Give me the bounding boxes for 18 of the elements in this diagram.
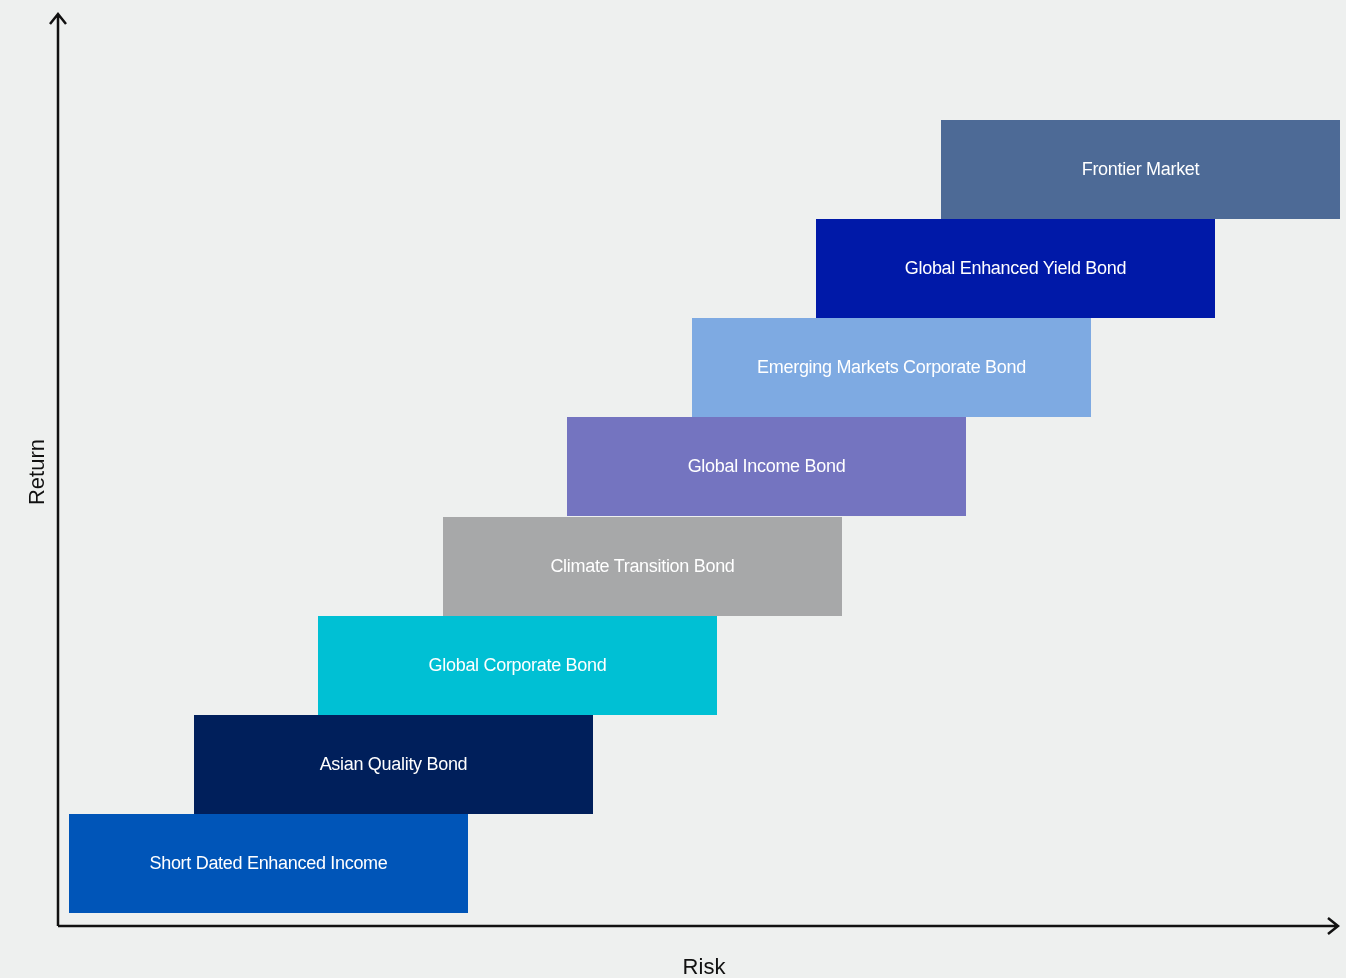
fund-name: Climate Transition Bond	[550, 556, 735, 577]
y-axis-title: Return	[24, 439, 50, 505]
fund-name: Global Corporate Bond	[428, 655, 607, 676]
step-box	[194, 715, 593, 814]
step-box	[816, 219, 1215, 318]
step-box	[567, 417, 966, 516]
step-box	[443, 517, 842, 616]
step-box	[692, 318, 1091, 417]
fund-name: Asian Quality Bond	[319, 754, 468, 775]
step-box	[318, 616, 717, 715]
fund-name: Global Income Bond	[687, 456, 846, 477]
fund-name: Emerging Markets Corporate Bond	[757, 357, 1026, 378]
step-box	[69, 814, 468, 913]
x-axis-title: Risk	[682, 954, 726, 978]
fund-name: Frontier Market	[1081, 159, 1200, 180]
fund-name: Global Enhanced Yield Bond	[904, 258, 1127, 279]
fund-name: Short Dated Enhanced Income	[149, 853, 388, 874]
step-box	[941, 120, 1340, 219]
